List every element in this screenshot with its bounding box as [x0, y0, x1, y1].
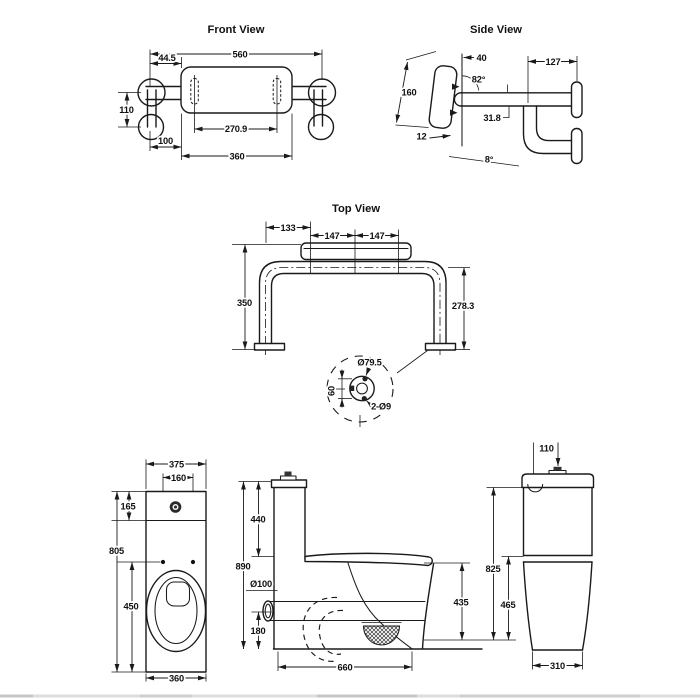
tube-centerline	[265, 267, 441, 345]
dim-cistern-top-height: 825	[486, 564, 501, 574]
wall-flange-upper	[570, 81, 583, 119]
cistern-button	[284, 471, 292, 476]
wall-flange-lower	[570, 127, 583, 165]
dim-overall-height-side: 890	[236, 562, 251, 572]
backrest-side-outline	[428, 53, 583, 165]
flange-disc	[137, 78, 166, 107]
backrest-top-dimensions: 350 278.3 133 147 147	[232, 221, 476, 374]
front-view-title: Front View	[208, 24, 265, 36]
dim-button-spacing: 160	[171, 473, 186, 483]
floor-flange-right	[424, 342, 457, 351]
fixing-point	[160, 559, 166, 565]
flange-bore	[356, 382, 368, 395]
toilet-side-view: 440 890 Ø100 180 660 435	[234, 471, 516, 674]
dim-pad-offset-bottom: 100	[158, 136, 173, 146]
backrest-side-dimensions: 160 40 82° 127 31.8 12 8°	[395, 51, 578, 167]
dim-overall-depth-side: 660	[338, 662, 353, 672]
seat-profile	[304, 552, 433, 567]
pad-top	[300, 242, 412, 261]
dim-lid-height: 165	[121, 502, 136, 512]
backrest-pad-side	[428, 65, 458, 129]
seat-inner	[154, 576, 198, 645]
dim-overall-depth: 350	[237, 298, 252, 308]
toilet-front-dimensions: 375 160 165 805 450 360	[107, 458, 207, 685]
seat-outer	[145, 569, 207, 653]
backrest-pad	[180, 66, 293, 114]
flange-notch	[349, 385, 355, 391]
dim-flange-diameter: Ø79.5	[357, 358, 381, 368]
toilet-side-dimensions: 440 890 Ø100 180 660 435	[234, 481, 516, 674]
flush-button-center	[174, 505, 177, 509]
bolt-hole	[361, 396, 367, 402]
fixing-bolt-mark	[452, 83, 460, 90]
dim-wall-clearance: 127	[546, 57, 561, 67]
toilet-front-outline	[145, 473, 207, 673]
hidden-trap	[302, 596, 338, 662]
dim-pad-offset-top: 44.5	[158, 53, 175, 63]
detail-leader	[396, 350, 428, 374]
side-view-title: Side View	[470, 24, 522, 36]
backrest-side-view: Side View 160 40	[395, 24, 583, 167]
cistern-lid-rear	[521, 473, 595, 489]
toilet-front-view: 375 160 165 805 450 360	[107, 458, 207, 685]
dim-hole-pitch: 60	[327, 386, 337, 396]
rear-button	[553, 466, 562, 471]
dim-base-depth: 310	[550, 661, 565, 671]
flange-detail: Ø79.5 60 2-Ø9	[325, 355, 394, 427]
dim-rail-depth: 278.3	[452, 301, 474, 311]
inlet-hole	[527, 483, 544, 493]
dim-seat-height: 450	[124, 602, 139, 612]
dim-leg-to-fixing: 133	[281, 223, 296, 233]
backrest-front-outline	[137, 66, 337, 141]
toilet-side-outline	[262, 471, 483, 662]
dim-rake-angle: 8°	[485, 155, 494, 165]
dim-pad-angle: 82°	[472, 75, 486, 85]
fixing-bolt-mark	[450, 109, 458, 116]
backrest-top-view: Top View 350 278.3 133	[232, 203, 476, 374]
dim-flange-spacing: 110	[119, 105, 133, 115]
dim-pad-width: 360	[230, 151, 245, 161]
dim-holes: 2-Ø9	[371, 402, 391, 412]
dim-overall-width: 560	[233, 49, 248, 59]
fixing-point	[190, 559, 196, 565]
bolt-hole	[362, 376, 368, 382]
dim-seam-height: 465	[501, 600, 516, 610]
backrest-top-outline	[253, 242, 457, 355]
cistern-lid	[270, 479, 308, 489]
dim-fixing-spacing: 270.9	[225, 124, 247, 134]
dim-fixing-right: 147	[370, 231, 385, 241]
flush-outlet	[165, 581, 191, 607]
hidden-trap	[318, 609, 344, 655]
dim-pad-gap: 12	[417, 132, 427, 142]
dim-pad-top-depth: 40	[477, 53, 487, 63]
dim-cistern-width: 375	[169, 459, 184, 469]
dim-pan-height: 435	[454, 598, 469, 608]
toilet-rear-dimensions: 110 825 465 310	[484, 442, 583, 672]
toilet-rear-outline	[521, 442, 595, 651]
backrest-front-dimensions: 560 44.5 110 270.9 100 360	[118, 48, 323, 163]
dim-pad-length: 160	[402, 88, 417, 98]
dim-outlet-diameter: Ø100	[250, 579, 272, 589]
dim-base-width: 360	[169, 673, 184, 683]
pad-fixing-slots	[190, 75, 282, 108]
dim-overall-height: 805	[109, 546, 124, 556]
dim-tube-diameter: 31.8	[483, 113, 500, 123]
water-surface	[362, 625, 401, 646]
flange-disc	[307, 113, 335, 141]
dim-cistern-height: 440	[251, 515, 266, 525]
dim-inlet-to-button: 110	[539, 444, 553, 454]
top-view-title: Top View	[332, 203, 380, 215]
dim-fixing-left: 147	[325, 231, 340, 241]
backrest-front-view: Front View	[118, 24, 337, 163]
floor-flange-left	[253, 342, 286, 351]
cistern-button-base	[279, 475, 297, 481]
dim-outlet-height: 180	[251, 626, 266, 636]
toilet-rear-view: 110 825 465 310	[484, 442, 595, 672]
